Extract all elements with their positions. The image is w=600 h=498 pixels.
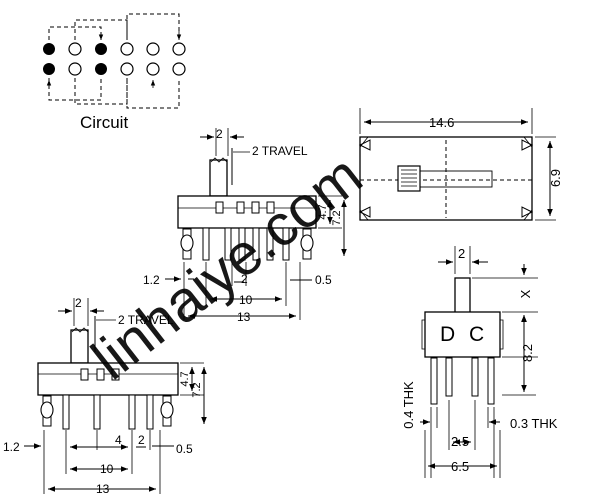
end-label-c: C [469,323,484,346]
upper-pin-width: 0.5 [315,273,332,287]
end-thk-right: 0.3 THK [510,416,558,431]
end-thk-left: 0.4 THK [401,381,416,429]
end-body-height: 8.2 [520,344,535,362]
upper-pin-offset: 1.2 [143,273,160,287]
upper-pitch: 2 [241,272,248,286]
lower-span-13: 13 [96,482,110,496]
end-view: 2 D C X 8.2 0.4 THK 0.3 THK 2.5 6.5 [401,246,558,478]
upper-span-13: 13 [237,310,251,324]
lower-span-10: 10 [100,462,114,476]
lower-pitch: 2 [138,433,145,447]
lower-height-a: 4.7 [179,371,191,386]
circuit-switch-paths [46,13,182,109]
end-actuator-height: X [518,289,533,298]
lower-pin-width: 0.5 [176,442,193,456]
lower-height-b: 7.2 [191,382,203,397]
end-label-d: D [440,323,455,346]
top-width-dim: 6.9 [548,169,563,187]
upper-travel-width: 2 [216,127,223,141]
upper-height-a: 4.7 [317,204,329,219]
side-view-upper: 2 2 TRAVEL 4.7 7.2 1.2 [143,127,347,324]
lower-travel-label: 2 TRAVEL [118,313,174,327]
end-actuator-width: 2 [458,246,465,261]
lower-travel-width: 2 [75,296,82,310]
end-pin-pitch: 2.5 [451,434,469,449]
circuit-label: Circuit [80,113,128,132]
lower-span-4: 4 [115,433,122,447]
top-view: 14.6 6.9 [358,108,563,221]
upper-height-b: 7.2 [331,210,343,225]
lower-pin-offset: 1.2 [3,440,20,454]
upper-travel-label: 2 TRAVEL [252,144,308,158]
upper-span-10: 10 [239,293,253,307]
circuit-contacts [43,42,186,76]
circuit-diagram: Circuit [43,13,186,132]
end-body-width: 6.5 [451,459,469,474]
top-length-dim: 14.6 [429,115,454,130]
side-view-lower: 2 2 TRAVEL 4.7 7.2 1.2 4 2 [3,296,207,496]
